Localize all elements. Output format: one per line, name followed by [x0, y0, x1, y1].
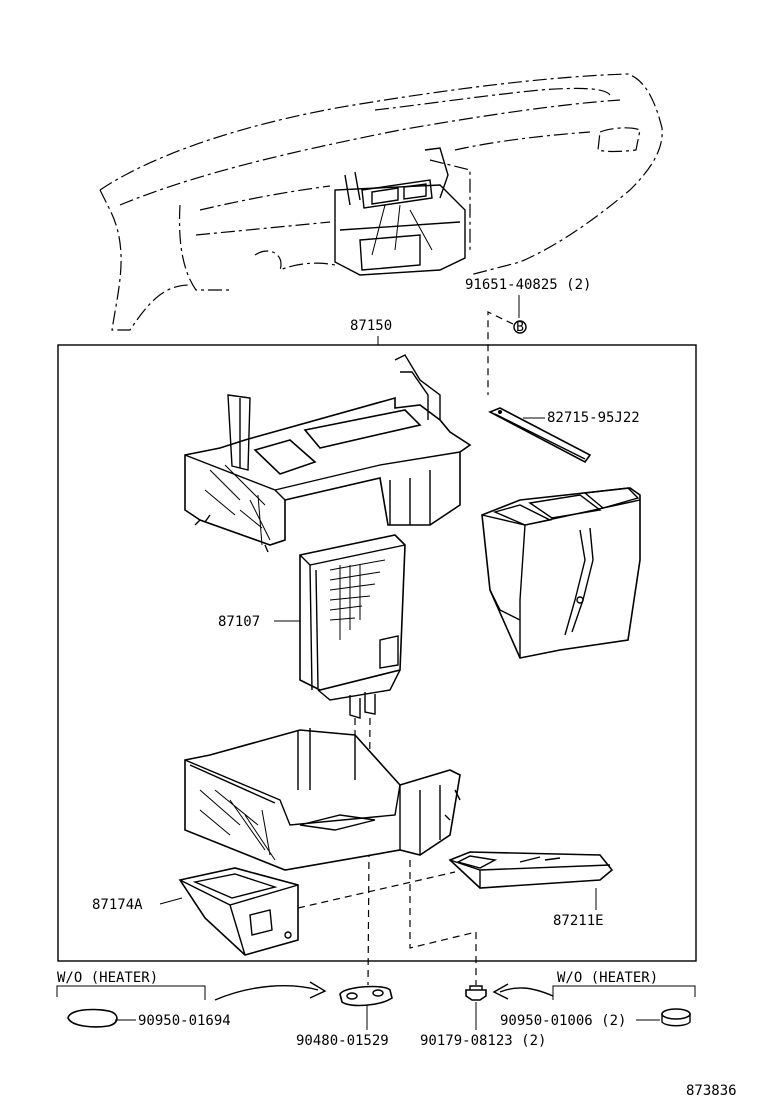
grommet-label: 90480-01529 [296, 1033, 389, 1049]
wo-heater-left-label: W/O (HEATER) [57, 970, 158, 986]
bolt-dash-leader [487, 311, 514, 395]
instrument-panel-outline [99, 73, 663, 331]
lower-duct-dash [297, 871, 456, 909]
plug-right-part [661, 1008, 691, 1027]
wo-heater-right-label: W/O (HEATER) [557, 970, 658, 986]
wo-heater-right-bracket [552, 985, 696, 1000]
side-duct-part [448, 851, 614, 889]
side-duct-label: 87211E [553, 913, 604, 929]
lower-duct-label: 87174A [92, 897, 143, 913]
left-arrow-curve [214, 984, 319, 1001]
bolt-label: 91651-40825 (2) [465, 277, 591, 293]
heater-core-part [299, 534, 406, 719]
brace-label: 82715-95J22 [547, 410, 640, 426]
plug-right-label: 90950-01006 (2) [500, 1013, 626, 1029]
upper-case-part [184, 354, 472, 553]
plug-left-label: 90950-01694 [138, 1013, 231, 1029]
clip-label: 90179-08123 (2) [420, 1033, 546, 1049]
lower-duct-part [178, 867, 299, 956]
brace-part [488, 407, 592, 464]
clip-part [465, 985, 487, 1001]
wo-heater-left-bracket [56, 985, 206, 1000]
left-arrow-head [309, 981, 327, 999]
bolt-marker-letter: B [516, 320, 524, 335]
diagram-id: 873836 [686, 1083, 737, 1099]
lower-case-part [184, 728, 461, 871]
heater-unit-in-panel [334, 147, 466, 276]
assembly-label: 87150 [350, 318, 392, 334]
grommet-part [339, 985, 393, 1007]
lower-duct-leader [159, 897, 183, 905]
air-duct-part [481, 487, 641, 659]
plug-left-part [67, 1008, 118, 1028]
right-arrow-curve [499, 987, 554, 997]
bolt-marker-circle [513, 320, 527, 334]
heater-core-label: 87107 [218, 614, 260, 630]
right-arrow-head [492, 983, 509, 1000]
assembly-frame [57, 344, 697, 962]
clip-dash-leader [409, 860, 477, 985]
